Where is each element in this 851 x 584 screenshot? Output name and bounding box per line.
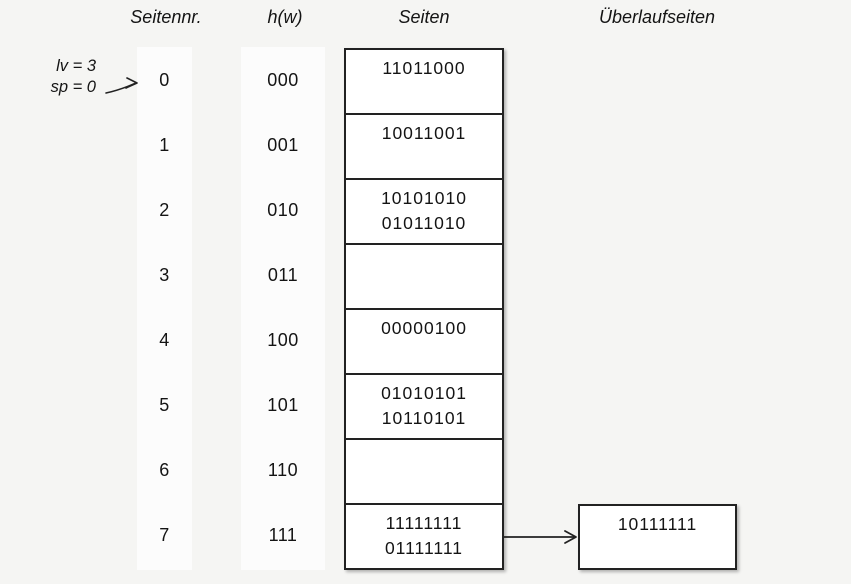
bucket-value: 11011000 bbox=[382, 58, 466, 78]
hash-value-column: 000 001 010 011 100 101 110 111 bbox=[241, 47, 325, 570]
bucket-value: 01111111 bbox=[384, 538, 464, 558]
bucket-page-5: 01010101 10110101 bbox=[346, 375, 502, 440]
hash-value: 000 bbox=[267, 70, 299, 90]
page-number: 3 bbox=[159, 265, 170, 285]
overflow-arrow-icon bbox=[503, 530, 577, 544]
page-number-column: 0 1 2 3 4 5 6 7 bbox=[137, 47, 192, 570]
hash-value: 001 bbox=[267, 135, 299, 155]
annotation-lv: lv = 3 bbox=[56, 57, 96, 75]
bucket-pages-column: 11011000 10011001 10101010 01011010 0000… bbox=[344, 48, 504, 570]
sp-pointer-arrow-icon bbox=[105, 77, 138, 94]
header-hw: h(w) bbox=[267, 7, 303, 27]
overflow-page-box: 10111111 bbox=[578, 504, 737, 570]
page-number: 6 bbox=[159, 460, 170, 480]
hash-value: 010 bbox=[267, 200, 299, 220]
bucket-page-0: 11011000 bbox=[346, 50, 502, 115]
page-number: 2 bbox=[159, 200, 170, 220]
page-number: 5 bbox=[159, 395, 170, 415]
page-number: 1 bbox=[159, 135, 170, 155]
bucket-value: 01011010 bbox=[381, 213, 467, 233]
bucket-value bbox=[346, 446, 502, 471]
bucket-value: 10110101 bbox=[381, 408, 467, 428]
bucket-value bbox=[346, 471, 502, 496]
bucket-value bbox=[346, 251, 502, 276]
bucket-page-7: 11111111 01111111 bbox=[346, 505, 502, 568]
bucket-value: 10011001 bbox=[381, 123, 467, 143]
header-seitennr: Seitennr. bbox=[130, 7, 202, 27]
state-annotation: lv = 3 sp = 0 bbox=[26, 56, 96, 98]
bucket-value: 11111111 bbox=[385, 513, 463, 533]
bucket-page-4: 00000100 bbox=[346, 310, 502, 375]
header-seiten: Seiten bbox=[398, 7, 450, 27]
bucket-value bbox=[346, 81, 502, 106]
bucket-value bbox=[346, 276, 502, 301]
header-ueberlaufseiten: Überlaufseiten bbox=[598, 7, 716, 27]
bucket-page-3 bbox=[346, 245, 502, 310]
hash-value: 110 bbox=[267, 460, 299, 480]
hash-value: 011 bbox=[267, 265, 299, 285]
hash-value: 101 bbox=[267, 395, 299, 415]
page-number: 4 bbox=[159, 330, 170, 350]
bucket-page-1: 10011001 bbox=[346, 115, 502, 180]
page-number: 7 bbox=[159, 525, 170, 545]
annotation-sp: sp = 0 bbox=[50, 78, 96, 96]
bucket-value: 01010101 bbox=[381, 383, 467, 403]
page-number: 0 bbox=[159, 70, 170, 90]
bucket-value bbox=[346, 341, 502, 366]
bucket-page-6 bbox=[346, 440, 502, 505]
hash-value: 100 bbox=[267, 330, 299, 350]
bucket-page-2: 10101010 01011010 bbox=[346, 180, 502, 245]
bucket-value: 00000100 bbox=[381, 318, 467, 338]
bucket-value bbox=[346, 146, 502, 171]
bucket-value: 10101010 bbox=[381, 188, 467, 208]
hash-value: 111 bbox=[268, 525, 298, 545]
overflow-value: 10111111 bbox=[617, 514, 698, 534]
